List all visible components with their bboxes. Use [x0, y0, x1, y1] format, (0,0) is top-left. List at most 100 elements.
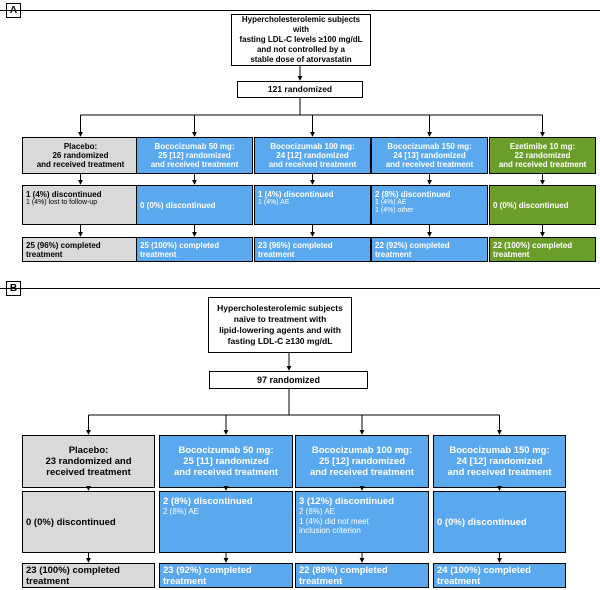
- panel-a-arm-2-discontinued-count: 0 (0%) discontinued: [140, 200, 216, 210]
- panel-a-arm-3-header-line: Bococizumab 100 mg:: [270, 142, 355, 151]
- panel-a-arm-2-header-line: and received treatment: [150, 160, 239, 169]
- panel-b-arm-1-discontinued-count: 0 (0%) discontinued: [26, 516, 116, 528]
- panel-a-population-line: Hypercholesterolemic subjects with: [241, 15, 361, 34]
- panel-b-arm-3-header-line: and received treatment: [309, 467, 414, 478]
- panel-b-arm-4-discontinued-box: 0 (0%) discontinued: [433, 491, 566, 553]
- panel-a-arm-5-header-line: Ezetimibe 10 mg:: [509, 142, 576, 151]
- panel-a-arm-4-header-line: 24 [13] randomized: [393, 151, 466, 160]
- panel-b-arm-3-completed-line: 22 (88%) completed: [299, 564, 388, 576]
- panel-a-arm-4-header-line: Bococizumab 150 mg:: [387, 142, 472, 151]
- panel-b-arm-2-discontinued-count: 2 (8%) discontinued: [163, 496, 253, 507]
- panel-a-arm-5-header-line: and received treatment: [498, 160, 587, 169]
- panel-a-arm-2-discontinued-box: 0 (0%) discontinued: [136, 185, 253, 225]
- panel-b-population-line: lipid-lowering agents and with: [219, 325, 341, 335]
- panel-a-randomized-count: 121 randomized: [267, 84, 333, 94]
- panel-b-divider: [0, 288, 600, 289]
- panel-b-arm-2-header-line: 25 [11] randomized: [183, 456, 269, 467]
- panel-a-arm-4-completed-line: treatment: [375, 249, 412, 259]
- panel-a-randomized-box: 121 randomized: [237, 81, 363, 98]
- panel-a-arm-1-header-line: and received treatment: [36, 160, 125, 169]
- panel-a-arm-4-discontinued-count: 2 (8%) discontinued: [375, 190, 451, 199]
- panel-b-arm-2-discontinued-reason: 2 (8%) AE: [163, 507, 200, 516]
- panel-a-arm-3-header-line: 24 [12] randomized: [276, 151, 349, 160]
- panel-a-arm-4-header-line: and received treatment: [385, 160, 474, 169]
- panel-a-arm-1-completed-line: 25 (96%) completed: [26, 240, 101, 250]
- panel-b-randomized-box: 97 randomized: [209, 371, 368, 389]
- panel-b-arm-3-discontinued-count: 3 (12%) discontinued: [299, 496, 395, 507]
- panel-b-arm-4-header-line: and received treatment: [447, 467, 552, 478]
- panel-a-population-line: and not controlled by a: [256, 45, 345, 54]
- panel-b-randomized-count: 97 randomized: [256, 374, 321, 385]
- panel-a-arm-1-discontinued-count: 1 (4%) discontinued: [26, 190, 102, 199]
- panel-a-arm-5-discontinued-box: 0 (0%) discontinued: [489, 185, 596, 225]
- panel-b-arm-2-completed-line: treatment: [163, 575, 207, 587]
- panel-a-arm-4-discontinued-reason: 1 (4%) AE: [375, 199, 407, 206]
- panel-b-arm-1-header-line: 23 randomized and: [45, 456, 132, 467]
- panel-b-arm-1-header-line: Placebo:: [68, 445, 109, 456]
- panel-a-arm-1-completed-line: treatment: [26, 249, 63, 259]
- panel-b-arm-1-discontinued-box: 0 (0%) discontinued: [22, 491, 155, 553]
- panel-b-arm-4-discontinued-count: 0 (0%) discontinued: [437, 516, 527, 528]
- panel-a-arm-2-completed-line: 25 (100%) completed: [140, 240, 220, 250]
- panel-b-population-box: Hypercholesterolemic subjects naive to t…: [208, 297, 352, 353]
- panel-b-population-line: Hypercholesterolemic subjects: [217, 303, 343, 313]
- panel-a-population-box: Hypercholesterolemic subjects with fasti…: [231, 14, 371, 66]
- panel-b-population-line: naive to treatment with: [233, 314, 327, 324]
- panel-b-arm-2-header-line: Bococizumab 50 mg:: [178, 445, 274, 456]
- panel-a-divider: [0, 10, 600, 11]
- panel-a-arm-2-header-line: 25 [12] randomized: [158, 151, 231, 160]
- panel-a-arm-3-completed-line: 23 (96%) completed: [258, 240, 333, 250]
- panel-b-arm-2-header-line: and received treatment: [173, 467, 278, 478]
- panel-b-arm-1-header-line: received treatment: [46, 467, 131, 478]
- panel-a-arm-3-completed-line: treatment: [258, 249, 295, 259]
- panel-a-arm-2-header-line: Bococizumab 50 mg:: [154, 142, 235, 151]
- panel-a-arm-3-header-line: and received treatment: [268, 160, 357, 169]
- panel-b-arm-2-completed-line: 23 (92%) completed: [163, 564, 252, 576]
- panel-b-arm-3-discontinued-reason: inclusion criterion: [299, 526, 361, 535]
- panel-a-arm-5-discontinued-count: 0 (0%) discontinued: [493, 200, 569, 210]
- panel-a-arm-5-completed-line: 22 (100%) completed: [493, 240, 573, 250]
- panel-b-arm-1-completed-line: 23 (100%) completed: [26, 564, 120, 576]
- panel-a-arm-3-discontinued-count: 1 (4%) discontinued: [258, 190, 334, 199]
- panel-b-arm-4-header-line: Bococizumab 150 mg:: [449, 445, 550, 456]
- panel-a-arm-5-header-line: 22 randomized: [514, 151, 571, 160]
- panel-b-arm-4-completed-line: 24 (100%) completed: [437, 564, 531, 576]
- panel-a-population-line: fasting LDL-C levels ≥100 mg/dL: [239, 35, 363, 44]
- panel-b-population-line: fasting LDL-C ≥130 mg/dL: [227, 336, 333, 346]
- panel-a-population-line: stable dose of atorvastatin: [250, 55, 352, 64]
- panel-b-arm-3-discontinued-reason: 1 (4%) did not meet: [299, 516, 369, 526]
- panel-b-arm-1-completed-line: treatment: [26, 575, 70, 587]
- panel-b-arm-3-header-line: Bococizumab 100 mg:: [311, 445, 413, 456]
- panel-b-arm-3-header-line: 25 [12] randomized: [318, 456, 406, 467]
- panel-a-arm-1-header-line: Placebo:: [63, 142, 98, 151]
- panel-b-arm-4-completed-line: treatment: [437, 575, 481, 587]
- panel-a-arm-3-discontinued-reason: 1 (4%) AE: [258, 199, 290, 206]
- panel-a-arm-4-completed-line: 22 (92%) completed: [375, 240, 450, 250]
- panel-a-arm-4-discontinued-reason: 1 (4%) other: [375, 207, 414, 214]
- panel-a-arm-2-completed-line: treatment: [140, 249, 177, 259]
- panel-a-arm-1-header-line: 26 randomized: [52, 151, 109, 160]
- panel-b-arm-3-discontinued-reason: 2 (8%) AE: [299, 507, 336, 516]
